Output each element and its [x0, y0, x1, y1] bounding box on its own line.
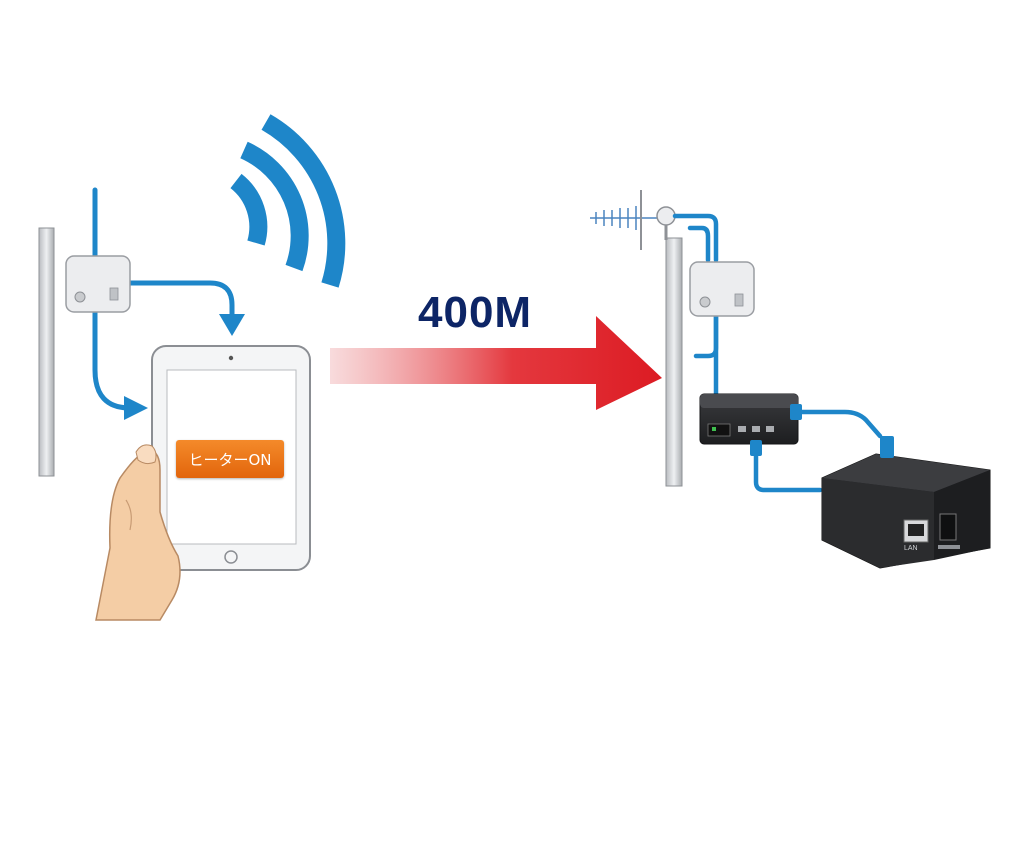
left-plc-adapter [65, 255, 131, 313]
right-cables [672, 213, 883, 493]
transfer-arrow [330, 316, 662, 410]
port-left-label: LAN [904, 545, 918, 552]
left-cables [92, 187, 235, 411]
right-pole [665, 237, 683, 487]
arrowhead-right [124, 396, 148, 420]
wifi-icon [230, 114, 346, 288]
heater-on-button[interactable]: ヒーターON [176, 440, 284, 478]
hand-icon [95, 444, 181, 621]
speed-label: 400M [418, 288, 533, 337]
left-pole [38, 227, 55, 477]
left-arrowheads [124, 314, 245, 420]
right-plc-adapter [689, 261, 755, 317]
arrowhead-down [219, 314, 245, 336]
media-converter-icon [821, 436, 991, 569]
antenna-icon [590, 190, 676, 250]
router-icon [699, 393, 802, 456]
